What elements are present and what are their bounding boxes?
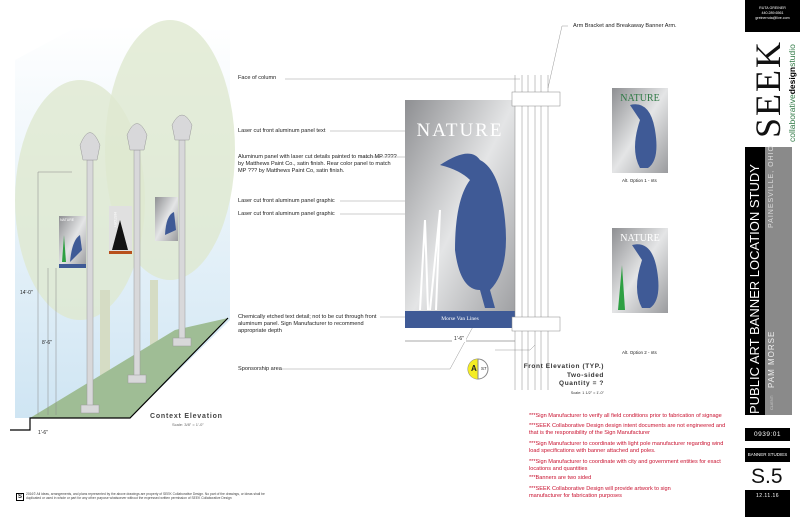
contact-email: greinerruta@live.com	[755, 16, 790, 20]
context-elevation-drawing	[10, 20, 235, 431]
note-item: ***SEEK Collaborative Design design inte…	[529, 423, 726, 436]
marker-sheet: S7	[481, 366, 487, 371]
light-pole	[79, 114, 193, 414]
client-label: CLIENT:	[769, 395, 774, 410]
section-marker	[467, 358, 489, 380]
pole-section-drawing	[511, 75, 561, 390]
callout-panel-graphic-1: Laser cut front aluminum panel graphic	[238, 198, 335, 204]
alt-1-caption: Alt. Option 1 - nts	[622, 178, 657, 183]
callout-aluminum-panel: Aluminum panel with laser cut details pa…	[238, 154, 397, 174]
sheet-date: 12.11.16	[745, 490, 790, 517]
marker-letter: A	[471, 364, 477, 373]
alt-1-title: NATURE	[620, 93, 660, 104]
project-subtitle-bar	[765, 147, 792, 415]
project-title-bar	[745, 147, 765, 415]
front-elevation-scale: Scale: 1 1/2" = 1'-0"	[570, 390, 604, 395]
front-elevation-sided: Two-sided	[566, 371, 604, 379]
history-banner-text: HISTORY	[113, 212, 117, 228]
dim-banner-height: 8'-6"	[42, 340, 52, 346]
logo-sub-collaborative: collaborative	[787, 94, 797, 142]
front-elevation-title-block: Front Elevation (TYP.) Two-sided Quantit…	[494, 363, 604, 397]
dim-curb: 1'-6"	[38, 430, 48, 436]
dim-total: 14'-0"	[20, 290, 33, 296]
note-item: ***Sign Manufacturer to coordinate with …	[529, 459, 721, 472]
job-number: 0939:01	[745, 428, 790, 441]
callout-etched-text: Chemically etched text detail; not to be…	[238, 314, 377, 334]
copyright-mark: S	[16, 493, 24, 501]
contact-phone: 440.289.6561	[761, 11, 784, 15]
logo-sub-design: design	[787, 66, 797, 95]
sheet-number: S.5	[751, 465, 783, 488]
copyright-text: 2016© All ideas, arrangements, and plans…	[26, 492, 265, 501]
note-item: ***Banners are two sided	[529, 475, 592, 481]
context-nature-text: NATURE	[60, 218, 75, 222]
seek-logo-subtitle: collaborativedesignstudio	[787, 44, 797, 142]
seek-logo: SEEK	[748, 40, 788, 138]
alt-2-caption: Alt. Option 2 - nts	[622, 350, 657, 355]
project-location: PAINESVILLE, OHIO	[768, 144, 775, 228]
general-notes: ***Sign Manufacturer to verify all field…	[529, 413, 729, 500]
contact-block: RUTA GREINER 440.289.6561 greinerruta@li…	[745, 0, 800, 32]
note-item: ***Sign Manufacturer to coordinate with …	[529, 441, 724, 454]
note-item: ***SEEK Collaborative Design will provid…	[529, 486, 671, 499]
banner-width-dim: 1'-6"	[452, 336, 466, 342]
callout-panel-graphic-2: Laser cut front aluminum panel graphic	[238, 211, 335, 217]
context-elevation-scale: Scale: 3/8" = 1'-0"	[172, 422, 204, 427]
banner-title: NATURE	[416, 120, 504, 141]
alt-option-drawings	[612, 88, 668, 313]
note-item: ***Sign Manufacturer to verify all field…	[529, 413, 722, 419]
front-elevation-title: Front Elevation (TYP.)	[523, 363, 604, 370]
contact-name: RUTA GREINER	[759, 6, 786, 10]
project-title: PUBLIC ART BANNER LOCATION STUDY	[747, 164, 762, 414]
main-banner-drawing	[405, 100, 515, 342]
banner-sponsor: Morse Van Lines	[441, 316, 479, 322]
callout-arm-bracket: Arm Bracket and Breakaway Banner Arm.	[573, 23, 677, 29]
alt-2-title: NATURE	[620, 233, 660, 244]
front-elevation-quantity: Quantity = ?	[559, 380, 604, 387]
logo-sub-studio: studio	[787, 44, 797, 67]
context-elevation-title: Context Elevation	[150, 413, 223, 420]
callout-face-of-column: Face of column	[238, 75, 277, 81]
callout-sponsorship: Sponsorship area	[238, 366, 282, 372]
client-name: PAM MORSE	[767, 330, 776, 388]
callout-panel-text: Laser cut front aluminum panel text	[238, 128, 326, 134]
sheet-title: BANNER STUDIES	[745, 448, 790, 462]
